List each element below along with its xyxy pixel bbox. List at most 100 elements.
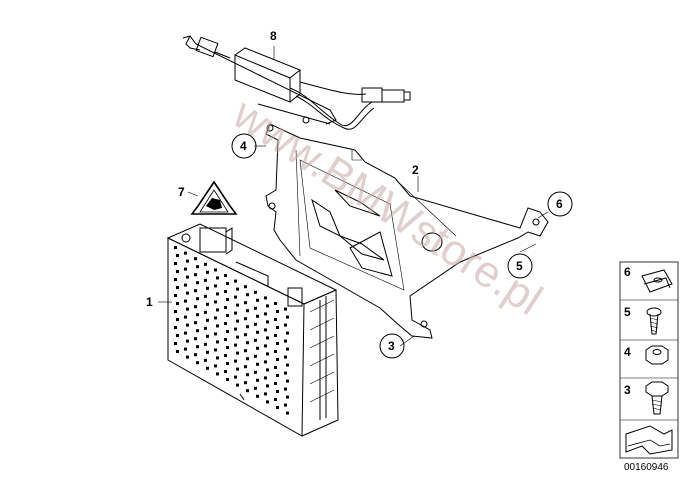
vent-hole xyxy=(286,379,289,383)
vent-hole xyxy=(206,270,209,274)
vent-hole xyxy=(274,302,277,305)
vent-hole xyxy=(246,293,249,297)
part-2-bracket[interactable] xyxy=(265,123,549,339)
vent-hole xyxy=(246,309,249,313)
vent-hole xyxy=(224,274,227,277)
vent-hole xyxy=(196,265,199,269)
vent-hole xyxy=(256,346,259,350)
screw-icon xyxy=(646,307,662,335)
watermark: www.BMWstore.pl xyxy=(224,89,551,325)
vent-hole xyxy=(186,275,189,279)
legend-label-3: 3 xyxy=(624,383,631,397)
vent-hole xyxy=(176,286,179,289)
vent-hole xyxy=(266,368,269,372)
vent-hole xyxy=(196,313,199,317)
vent-hole xyxy=(254,370,257,374)
vent-hole xyxy=(284,371,287,375)
vent-hole xyxy=(194,353,197,357)
vent-grid xyxy=(174,246,289,415)
vent-hole xyxy=(236,367,239,371)
vent-hole xyxy=(186,355,189,359)
vent-hole xyxy=(256,362,259,366)
vent-hole xyxy=(216,324,219,328)
vent-hole xyxy=(276,374,279,377)
diagram-number: 00160946 xyxy=(624,462,669,473)
vent-hole xyxy=(236,383,239,387)
vent-hole xyxy=(216,340,219,344)
callout-5: 5 xyxy=(516,259,523,273)
vent-hole xyxy=(196,345,199,349)
vent-hole xyxy=(284,387,287,391)
vent-hole xyxy=(246,341,249,345)
vent-hole xyxy=(234,327,237,331)
vent-hole xyxy=(244,365,247,369)
vent-hole xyxy=(274,382,277,385)
vent-hole xyxy=(256,314,259,318)
vent-hole xyxy=(224,306,227,309)
vent-hole xyxy=(176,270,179,273)
vent-hole xyxy=(206,350,209,354)
part-7-warning-label[interactable] xyxy=(190,180,238,215)
vent-hole xyxy=(186,291,189,295)
vent-hole xyxy=(204,294,207,298)
vent-hole xyxy=(236,335,239,339)
vent-hole xyxy=(274,366,277,369)
vent-hole xyxy=(244,317,247,321)
vent-hole xyxy=(174,294,177,297)
callout-7: 7 xyxy=(178,185,185,199)
vent-hole xyxy=(234,295,237,299)
vent-hole xyxy=(204,326,207,330)
vent-hole xyxy=(254,306,257,310)
vent-hole xyxy=(266,336,269,340)
vent-hole xyxy=(264,344,267,348)
vent-hole xyxy=(284,339,287,343)
vent-hole xyxy=(216,276,219,280)
callout-5-circle xyxy=(507,253,533,279)
vent-hole xyxy=(204,310,207,314)
part-8-amplifier-cable[interactable] xyxy=(182,35,411,130)
vent-hole xyxy=(224,338,227,341)
vent-hole xyxy=(264,328,267,332)
vent-hole xyxy=(186,259,189,263)
vent-hole xyxy=(276,390,279,393)
vent-hole xyxy=(244,333,247,337)
vent-hole xyxy=(196,329,199,333)
arrow-icon xyxy=(625,425,673,455)
vent-hole xyxy=(276,326,279,329)
vent-hole xyxy=(196,297,199,301)
callout-8: 8 xyxy=(270,29,277,43)
vent-hole xyxy=(264,312,267,316)
vent-hole xyxy=(184,267,187,271)
vent-hole xyxy=(236,287,239,291)
vent-hole xyxy=(184,283,187,287)
vent-hole xyxy=(276,358,279,361)
vent-hole xyxy=(214,300,217,304)
callout-4-circle xyxy=(231,133,257,159)
vent-hole xyxy=(286,347,289,351)
vent-hole xyxy=(194,337,197,341)
vent-hole xyxy=(236,351,239,355)
vent-hole xyxy=(214,284,217,288)
part-1-receiver-unit[interactable] xyxy=(166,223,339,437)
callout-4: 4 xyxy=(240,139,247,153)
vent-hole xyxy=(244,381,247,385)
vent-hole xyxy=(214,268,217,272)
vent-hole xyxy=(266,400,269,404)
vent-hole xyxy=(226,282,229,285)
vent-hole xyxy=(234,279,237,283)
callout-6-circle xyxy=(547,191,573,217)
vent-hole xyxy=(286,331,289,335)
vent-hole xyxy=(174,246,177,249)
vent-hole xyxy=(184,331,187,335)
vent-hole xyxy=(244,301,247,305)
callout-1: 1 xyxy=(146,295,153,309)
vent-hole xyxy=(254,338,257,342)
vent-hole xyxy=(226,298,229,301)
callout-6: 6 xyxy=(556,197,563,211)
vent-hole xyxy=(286,363,289,367)
callout-3: 3 xyxy=(388,339,395,353)
vent-hole xyxy=(204,342,207,346)
vent-hole xyxy=(224,370,227,373)
vent-hole xyxy=(194,289,197,293)
